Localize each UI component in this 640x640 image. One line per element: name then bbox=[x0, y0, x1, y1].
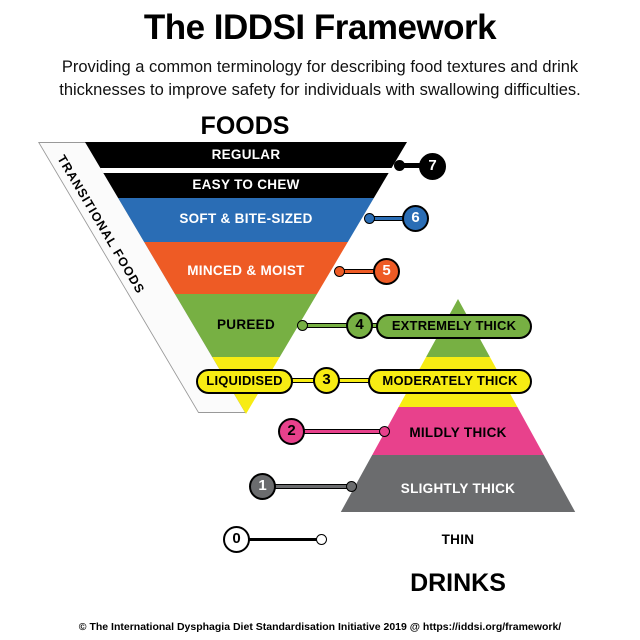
footer-attribution: © The International Dysphagia Diet Stand… bbox=[78, 621, 562, 633]
level-2-badge: 2 bbox=[278, 418, 305, 445]
drink-band-mildly-thick-label: MILDLY THICK bbox=[409, 425, 507, 440]
level-5-badge: 5 bbox=[373, 258, 400, 285]
subtitle: Providing a common terminology for descr… bbox=[59, 58, 581, 99]
level-4-connector-dot bbox=[297, 320, 308, 331]
level-7-badge: 7 bbox=[419, 153, 446, 180]
food-band-regular bbox=[85, 142, 407, 168]
moderately-thick-pill: MODERATELY THICK bbox=[368, 369, 532, 394]
liquidised-pill: LIQUIDISED bbox=[196, 369, 293, 394]
extremely-thick-pill: EXTREMELY THICK bbox=[376, 314, 532, 339]
band-divider bbox=[85, 168, 407, 173]
level-7-connector-dot bbox=[394, 160, 405, 171]
level-1-connector-dot bbox=[346, 481, 357, 492]
drink-band-slightly-thick-label: SLIGHTLY THICK bbox=[400, 481, 516, 496]
level-0-connector-dot bbox=[316, 534, 327, 545]
level-4-badge: 4 bbox=[346, 312, 373, 339]
page-title: The IDDSI Framework bbox=[143, 8, 497, 47]
food-band-easy-to-chew bbox=[85, 173, 407, 198]
food-band-soft-bite-sized-label: SOFT & BITE-SIZED bbox=[179, 211, 313, 226]
level-3-badge: 3 bbox=[313, 367, 340, 394]
drinks-section-label: DRINKS bbox=[410, 569, 506, 597]
drink-band-thin-label: THIN bbox=[441, 532, 475, 547]
food-band-regular-label: REGULAR bbox=[211, 147, 281, 162]
level-2-connector-dot bbox=[379, 426, 390, 437]
level-5-connector-dot bbox=[334, 266, 345, 277]
food-band-minced-moist-label: MINCED & MOIST bbox=[187, 263, 305, 278]
level-1-badge: 1 bbox=[249, 473, 276, 500]
foods-section-label: FOODS bbox=[200, 112, 290, 140]
food-band-easy-to-chew-label: EASY TO CHEW bbox=[192, 177, 300, 192]
level-6-connector-dot bbox=[364, 213, 375, 224]
level-0-badge: 0 bbox=[223, 526, 250, 553]
level-1-connector-line bbox=[263, 484, 352, 489]
level-6-badge: 6 bbox=[402, 205, 429, 232]
drink-band-thin bbox=[310, 512, 606, 568]
food-band-pureed-label: PUREED bbox=[216, 317, 276, 332]
level-0-connector-line bbox=[237, 538, 322, 541]
